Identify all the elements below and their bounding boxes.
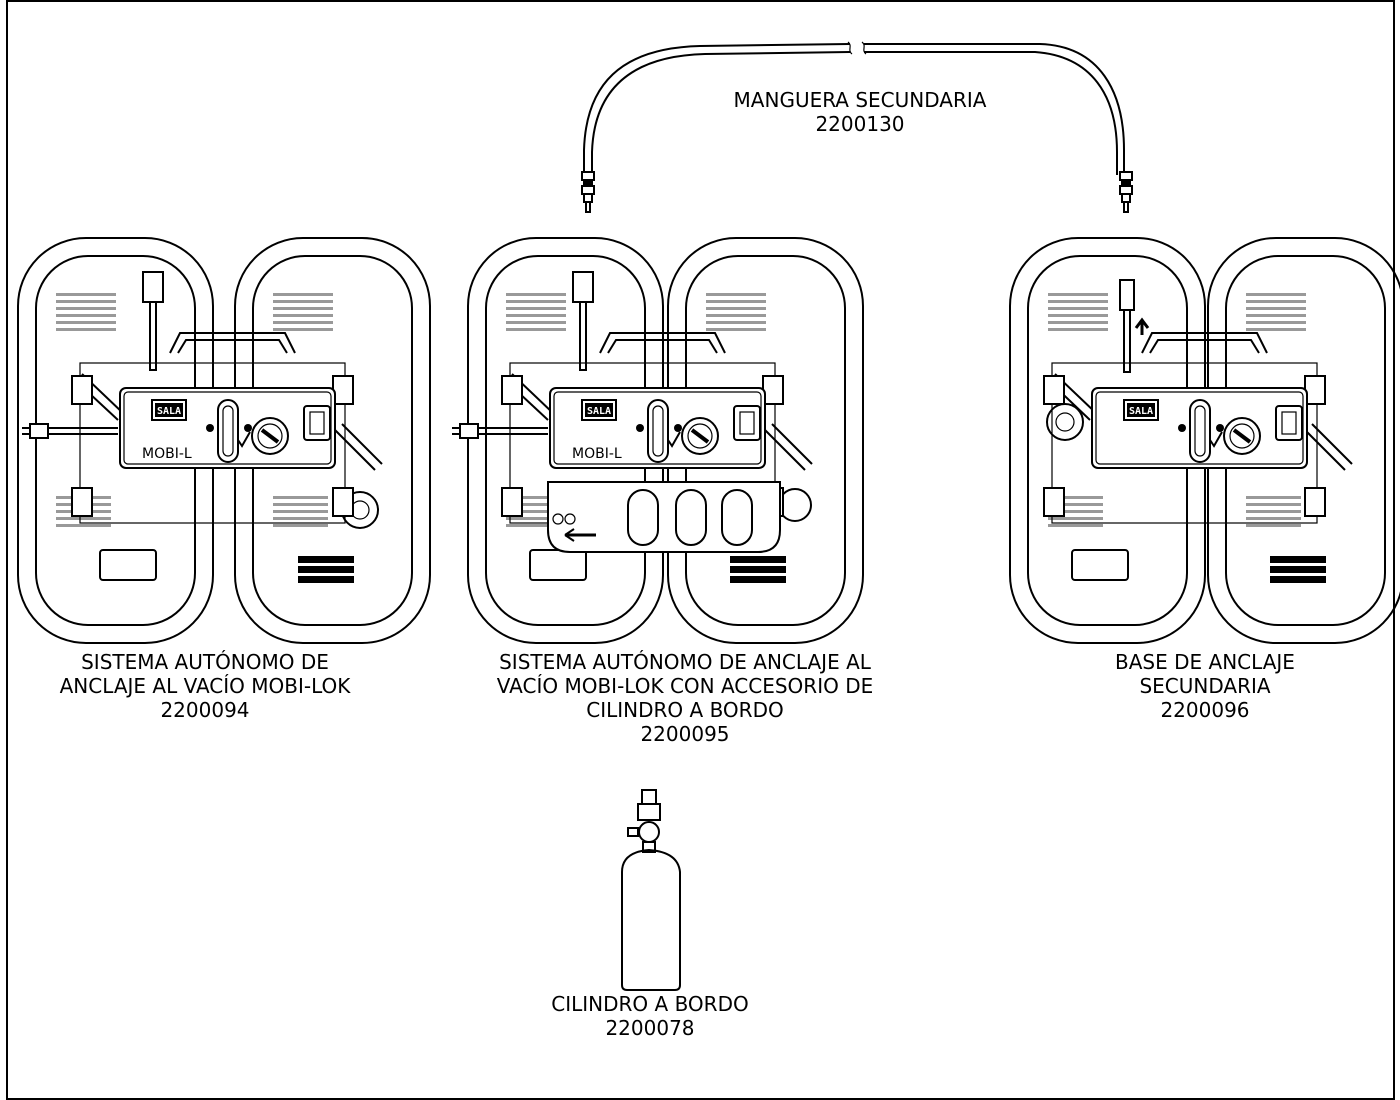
cylinder-part-number: 2200078: [605, 1016, 695, 1040]
unit1-line2: ANCLAJE AL VACÍO MOBI-LOK: [59, 674, 351, 698]
device-brand-label: SALA: [157, 406, 181, 417]
device-brand-label: SALA: [1129, 406, 1153, 417]
unit2-line3: CILINDRO A BORDO: [586, 698, 784, 722]
unit1-part-number: 2200094: [160, 698, 250, 722]
unit3-line1: BASE DE ANCLAJE: [1115, 650, 1295, 674]
unit1-label: SISTEMA AUTÓNOMO DE ANCLAJE AL VACÍO MOB…: [40, 650, 370, 722]
unit2-line2: VACÍO MOBI-LOK CON ACCESORIO DE: [496, 674, 874, 698]
onboard-cylinder: [621, 789, 681, 991]
unit3-part-number: 2200096: [1160, 698, 1250, 722]
unit2-part-number: 2200095: [640, 722, 730, 746]
unit-mobi-lok-standard: [17, 237, 431, 644]
hose-label: MANGUERA SECUNDARIA 2200130: [700, 88, 1020, 136]
cylinder-title: CILINDRO A BORDO: [551, 992, 749, 1016]
unit2-line1: SISTEMA AUTÓNOMO DE ANCLAJE AL: [499, 650, 871, 674]
unit-mobi-lok-with-cylinder: [452, 237, 864, 644]
unit2-label: SISTEMA AUTÓNOMO DE ANCLAJE AL VACÍO MOB…: [470, 650, 900, 746]
hose-part-number: 2200130: [815, 112, 905, 136]
cylinder-label: CILINDRO A BORDO 2200078: [525, 992, 775, 1040]
unit1-line1: SISTEMA AUTÓNOMO DE: [81, 650, 329, 674]
device-brand-label: SALA: [587, 406, 611, 417]
hose-title: MANGUERA SECUNDARIA: [733, 88, 987, 112]
secondary-hose: [581, 41, 1133, 213]
unit-secondary-base: [1009, 237, 1400, 644]
device-logo: MOBI-L: [572, 446, 622, 462]
unit3-label: BASE DE ANCLAJE SECUNDARIA 2200096: [1080, 650, 1330, 722]
device-logo: MOBI-L: [142, 446, 192, 462]
unit3-line2: SECUNDARIA: [1139, 674, 1271, 698]
